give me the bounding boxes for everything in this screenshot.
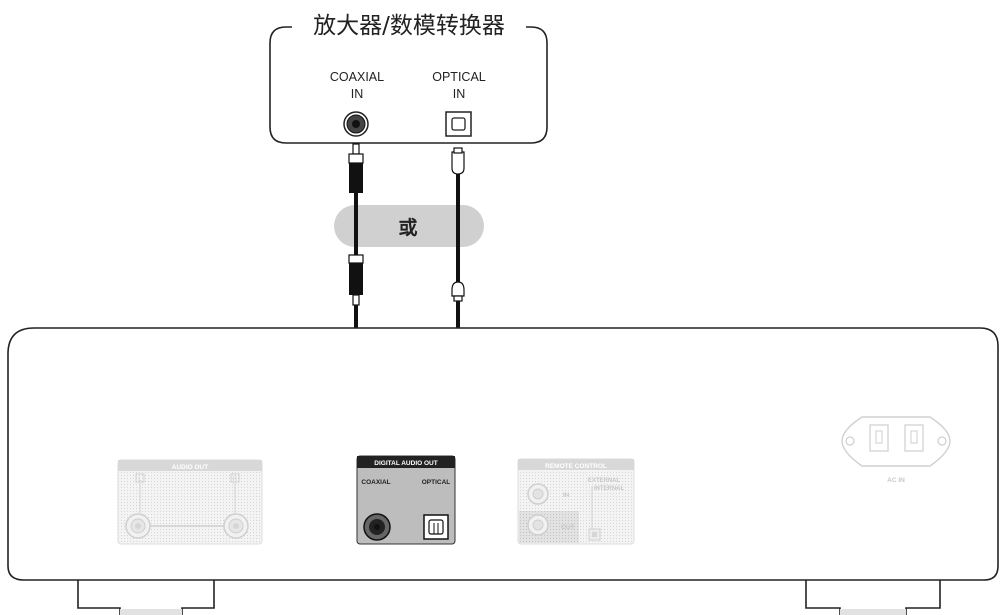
- right-foot: [805, 580, 941, 615]
- digital-audio-out-label: DIGITAL AUDIO OUT: [374, 460, 437, 467]
- ac-in-label: AC IN: [887, 477, 905, 484]
- player-rear-panel: AUDIO OUT L R DIGITAL AUDIO OUT: [7, 327, 999, 615]
- amplifier-dac-box: 放大器/数模转换器 COAXIAL IN OPTICAL IN: [269, 13, 548, 144]
- amp-coaxial-jack: [343, 111, 369, 137]
- amp-optical-jack: [445, 111, 472, 137]
- digital-coaxial-jack: [363, 513, 391, 541]
- audio-out-l-jack: [125, 513, 151, 539]
- audio-out-r-jack: [223, 513, 249, 539]
- or-label: 或: [398, 216, 417, 239]
- audio-out-l-label: L: [138, 477, 142, 483]
- audio-out-label: AUDIO OUT: [172, 464, 209, 471]
- digital-optical-label: OPTICAL: [422, 479, 451, 486]
- digital-audio-out-panel: DIGITAL AUDIO OUT COAXIAL OPTICAL: [356, 455, 456, 545]
- audio-out-r-label: R: [233, 477, 238, 483]
- coaxial-in-label-bottom: IN: [351, 87, 364, 101]
- remote-in-label: IN: [563, 492, 570, 499]
- optical-in-label-bottom: IN: [453, 87, 466, 101]
- remote-in-jack: [527, 483, 549, 505]
- remote-internal-label: INTERNAL: [594, 486, 625, 492]
- digital-coaxial-label: COAXIAL: [361, 479, 390, 486]
- ac-in-socket: AC IN: [841, 416, 951, 484]
- optical-in-label-top: OPTICAL: [432, 70, 486, 84]
- left-foot: [77, 580, 215, 615]
- remote-out-jack: [527, 514, 549, 536]
- coaxial-in-label-top: COAXIAL: [330, 70, 384, 84]
- remote-external-label: EXTERNAL: [588, 478, 621, 484]
- remote-out-label: OUT: [561, 524, 575, 531]
- or-band: 或: [334, 205, 484, 247]
- audio-out-panel: AUDIO OUT L R: [117, 459, 263, 545]
- remote-control-label: REMOTE CONTROL: [545, 463, 607, 470]
- external-internal-switch: [588, 528, 601, 541]
- digital-optical-jack: [423, 514, 449, 540]
- amplifier-dac-title: 放大器/数模转换器: [313, 13, 505, 39]
- remote-control-panel: REMOTE CONTROL IN OUT EXTERNAL INTERNAL: [517, 458, 635, 545]
